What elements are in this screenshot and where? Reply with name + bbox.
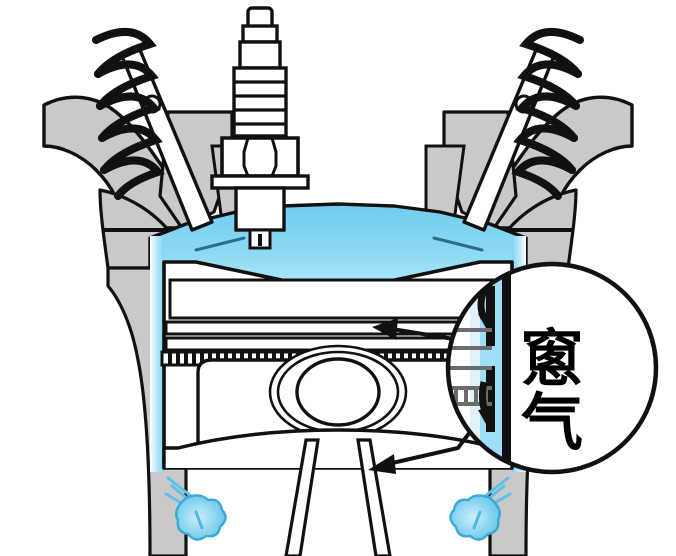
magnifier-contents xyxy=(448,264,511,472)
spark-plug-insulator-ribs xyxy=(232,66,288,138)
spark-plug-terminal-nut xyxy=(241,24,279,44)
blowby-puff-left xyxy=(164,476,227,541)
spark-plug xyxy=(210,6,310,250)
spark-plug-hex-nut xyxy=(220,136,300,178)
magnifier-circle-outline xyxy=(445,261,659,475)
piston xyxy=(160,260,516,470)
spark-plug-insulator-upper xyxy=(238,40,282,70)
chamber-highlight-left xyxy=(194,236,246,252)
magnified-flow-arrow-bottom xyxy=(478,381,494,424)
blowby-label-char-2: 气 xyxy=(521,386,583,459)
connecting-rod xyxy=(284,438,392,556)
blowby-puff-right xyxy=(449,476,512,541)
piston-crown xyxy=(168,278,508,320)
piston-pin-bore xyxy=(295,357,381,427)
blowby-label-char-1: 窻 xyxy=(521,322,583,395)
spark-plug-shoulder xyxy=(210,174,310,190)
chamber-highlight-right xyxy=(432,236,484,252)
leader-arrows xyxy=(368,318,472,474)
magnified-piston-land-2 xyxy=(486,366,495,432)
piston-wall-gap-left xyxy=(150,236,164,472)
valve-spring-right xyxy=(511,28,584,200)
magnifier-callout: 窻 气 xyxy=(445,261,659,475)
piston-skirt-outline xyxy=(164,428,512,450)
piston-skirt-underside xyxy=(164,430,512,468)
arrow-to-skirt-gap xyxy=(368,430,472,474)
magnified-cylinder-wall xyxy=(502,264,511,472)
valve-spring-left xyxy=(92,28,165,200)
spark-plug-body xyxy=(234,186,286,232)
